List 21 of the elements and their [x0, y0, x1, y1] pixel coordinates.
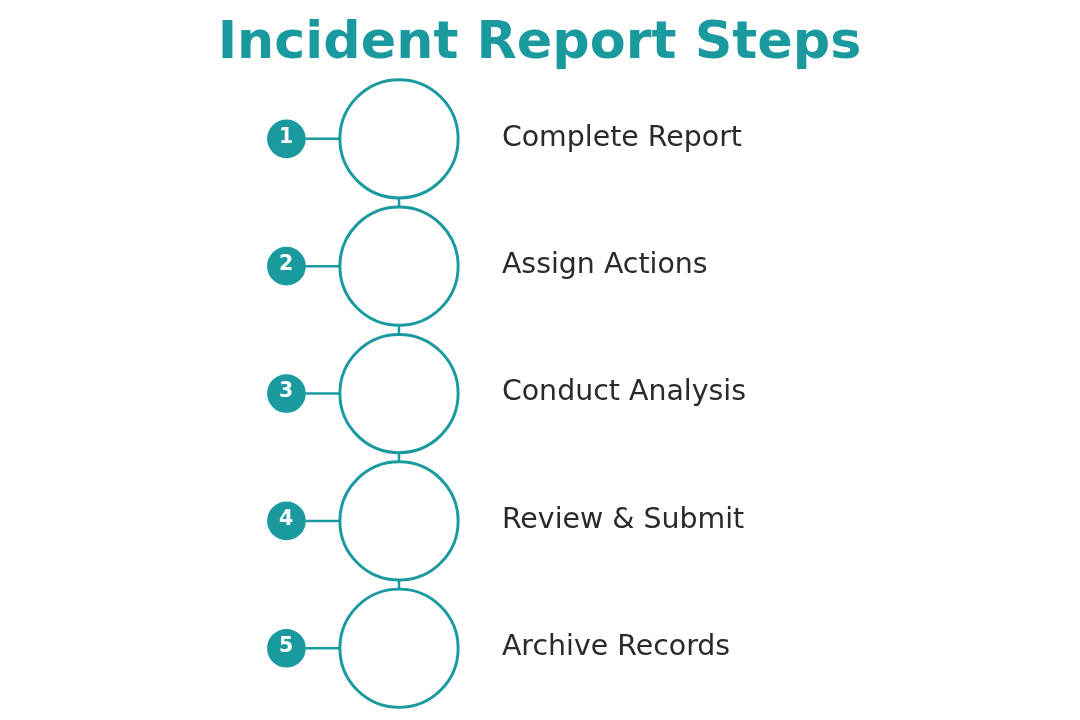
connector — [305, 137, 340, 141]
node-circle — [338, 205, 460, 327]
connector — [305, 264, 340, 268]
node-circle — [338, 587, 460, 709]
node-label: Complete Report — [501, 119, 742, 153]
node-circle: 4 — [267, 501, 306, 541]
connector — [305, 392, 340, 395]
connector — [305, 647, 340, 650]
node-label: Review & Submit — [501, 501, 745, 535]
connector — [305, 519, 340, 523]
node-label: Assign Actions — [501, 247, 708, 281]
node-circle — [338, 460, 460, 582]
node-circle: 1 — [267, 119, 306, 159]
node-circle: 5 — [267, 628, 306, 668]
node-circle: 3 — [267, 374, 306, 413]
node-circle — [338, 78, 460, 200]
node-label: Conduct Analysis — [501, 374, 746, 408]
node-label: Archive Records — [501, 629, 731, 663]
node-circle — [338, 332, 460, 455]
diagram-title: Incident Report Steps — [217, 8, 862, 70]
node-circle: 2 — [267, 246, 306, 286]
